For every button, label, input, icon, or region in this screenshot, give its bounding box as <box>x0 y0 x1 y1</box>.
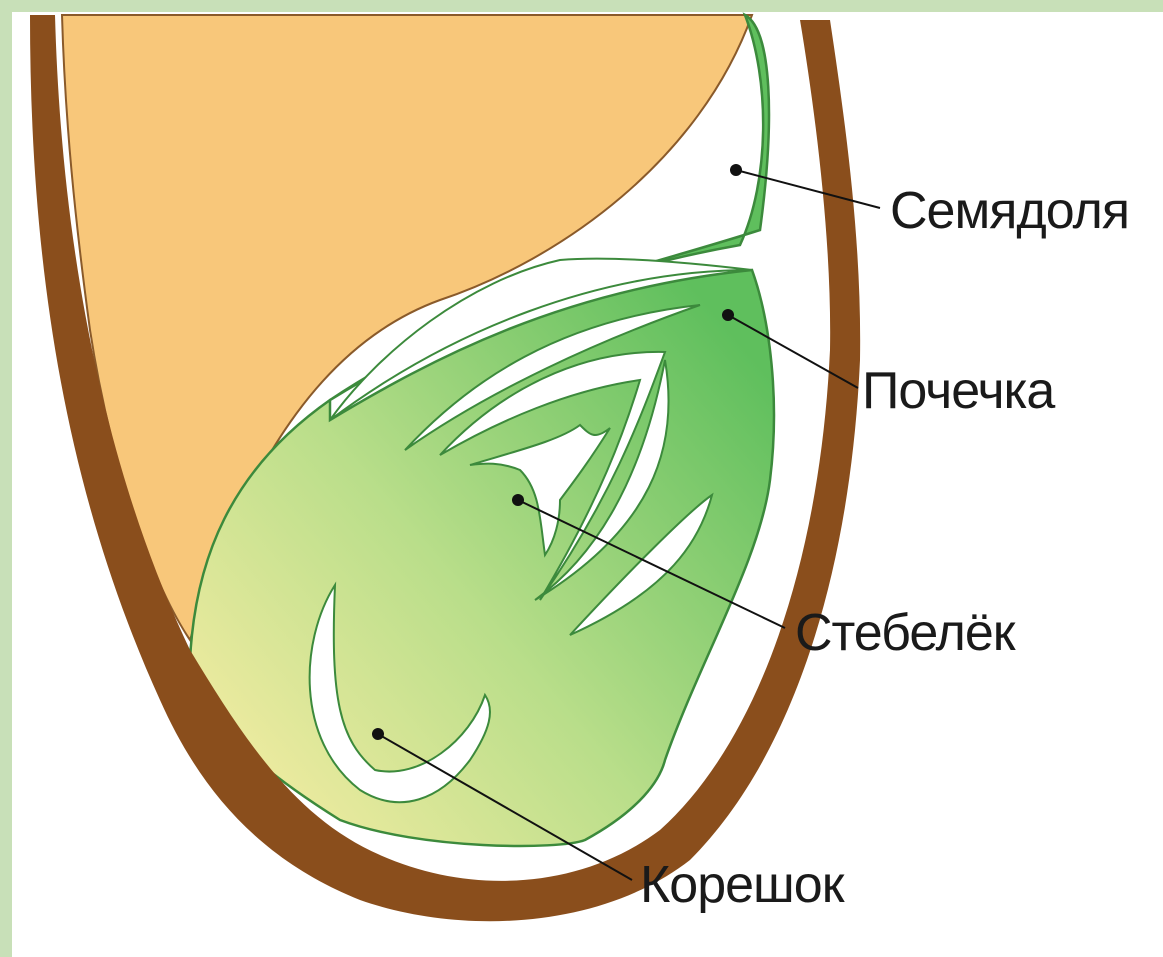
dot-cotyledon <box>730 164 742 176</box>
dot-root <box>372 728 384 740</box>
label-stem: Стебелёк <box>795 604 1016 662</box>
label-cotyledon: Семядоля <box>890 182 1129 240</box>
dot-stem <box>512 494 524 506</box>
label-root: Корешок <box>640 856 845 914</box>
dot-bud <box>722 309 734 321</box>
label-bud: Почечка <box>862 362 1055 420</box>
